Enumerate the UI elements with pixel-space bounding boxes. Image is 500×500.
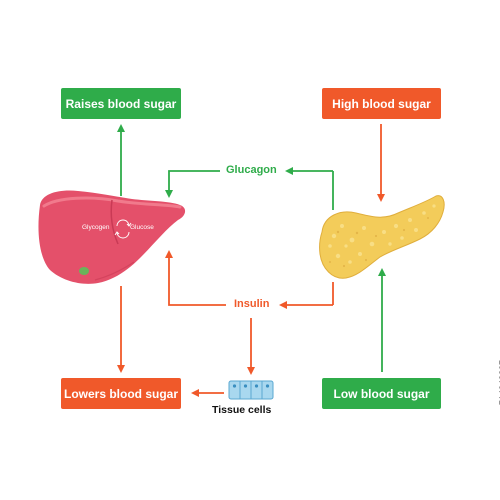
insulin-label: Insulin xyxy=(230,298,274,310)
liver-illustration xyxy=(38,190,186,284)
high-blood-sugar-box: High blood sugar xyxy=(322,88,441,119)
low-blood-sugar-box: Low blood sugar xyxy=(322,378,441,409)
arrow-glucagon-to-liver xyxy=(165,170,220,198)
lowers-blood-sugar-box: Lowers blood sugar xyxy=(61,378,181,409)
arrow-insulin-to-liver xyxy=(165,250,226,306)
tissue-cells-label: Tissue cells xyxy=(212,404,272,416)
glucose-label: Glucose xyxy=(130,224,154,231)
raises-blood-sugar-box: Raises blood sugar xyxy=(61,88,181,119)
orange-arrows xyxy=(117,124,385,397)
glucagon-label: Glucagon xyxy=(222,164,281,176)
pancreas-illustration xyxy=(319,195,445,279)
glycogen-label: Glycogen xyxy=(82,224,110,231)
tissue-cells-illustration xyxy=(228,380,274,400)
green-arrows xyxy=(117,124,386,372)
